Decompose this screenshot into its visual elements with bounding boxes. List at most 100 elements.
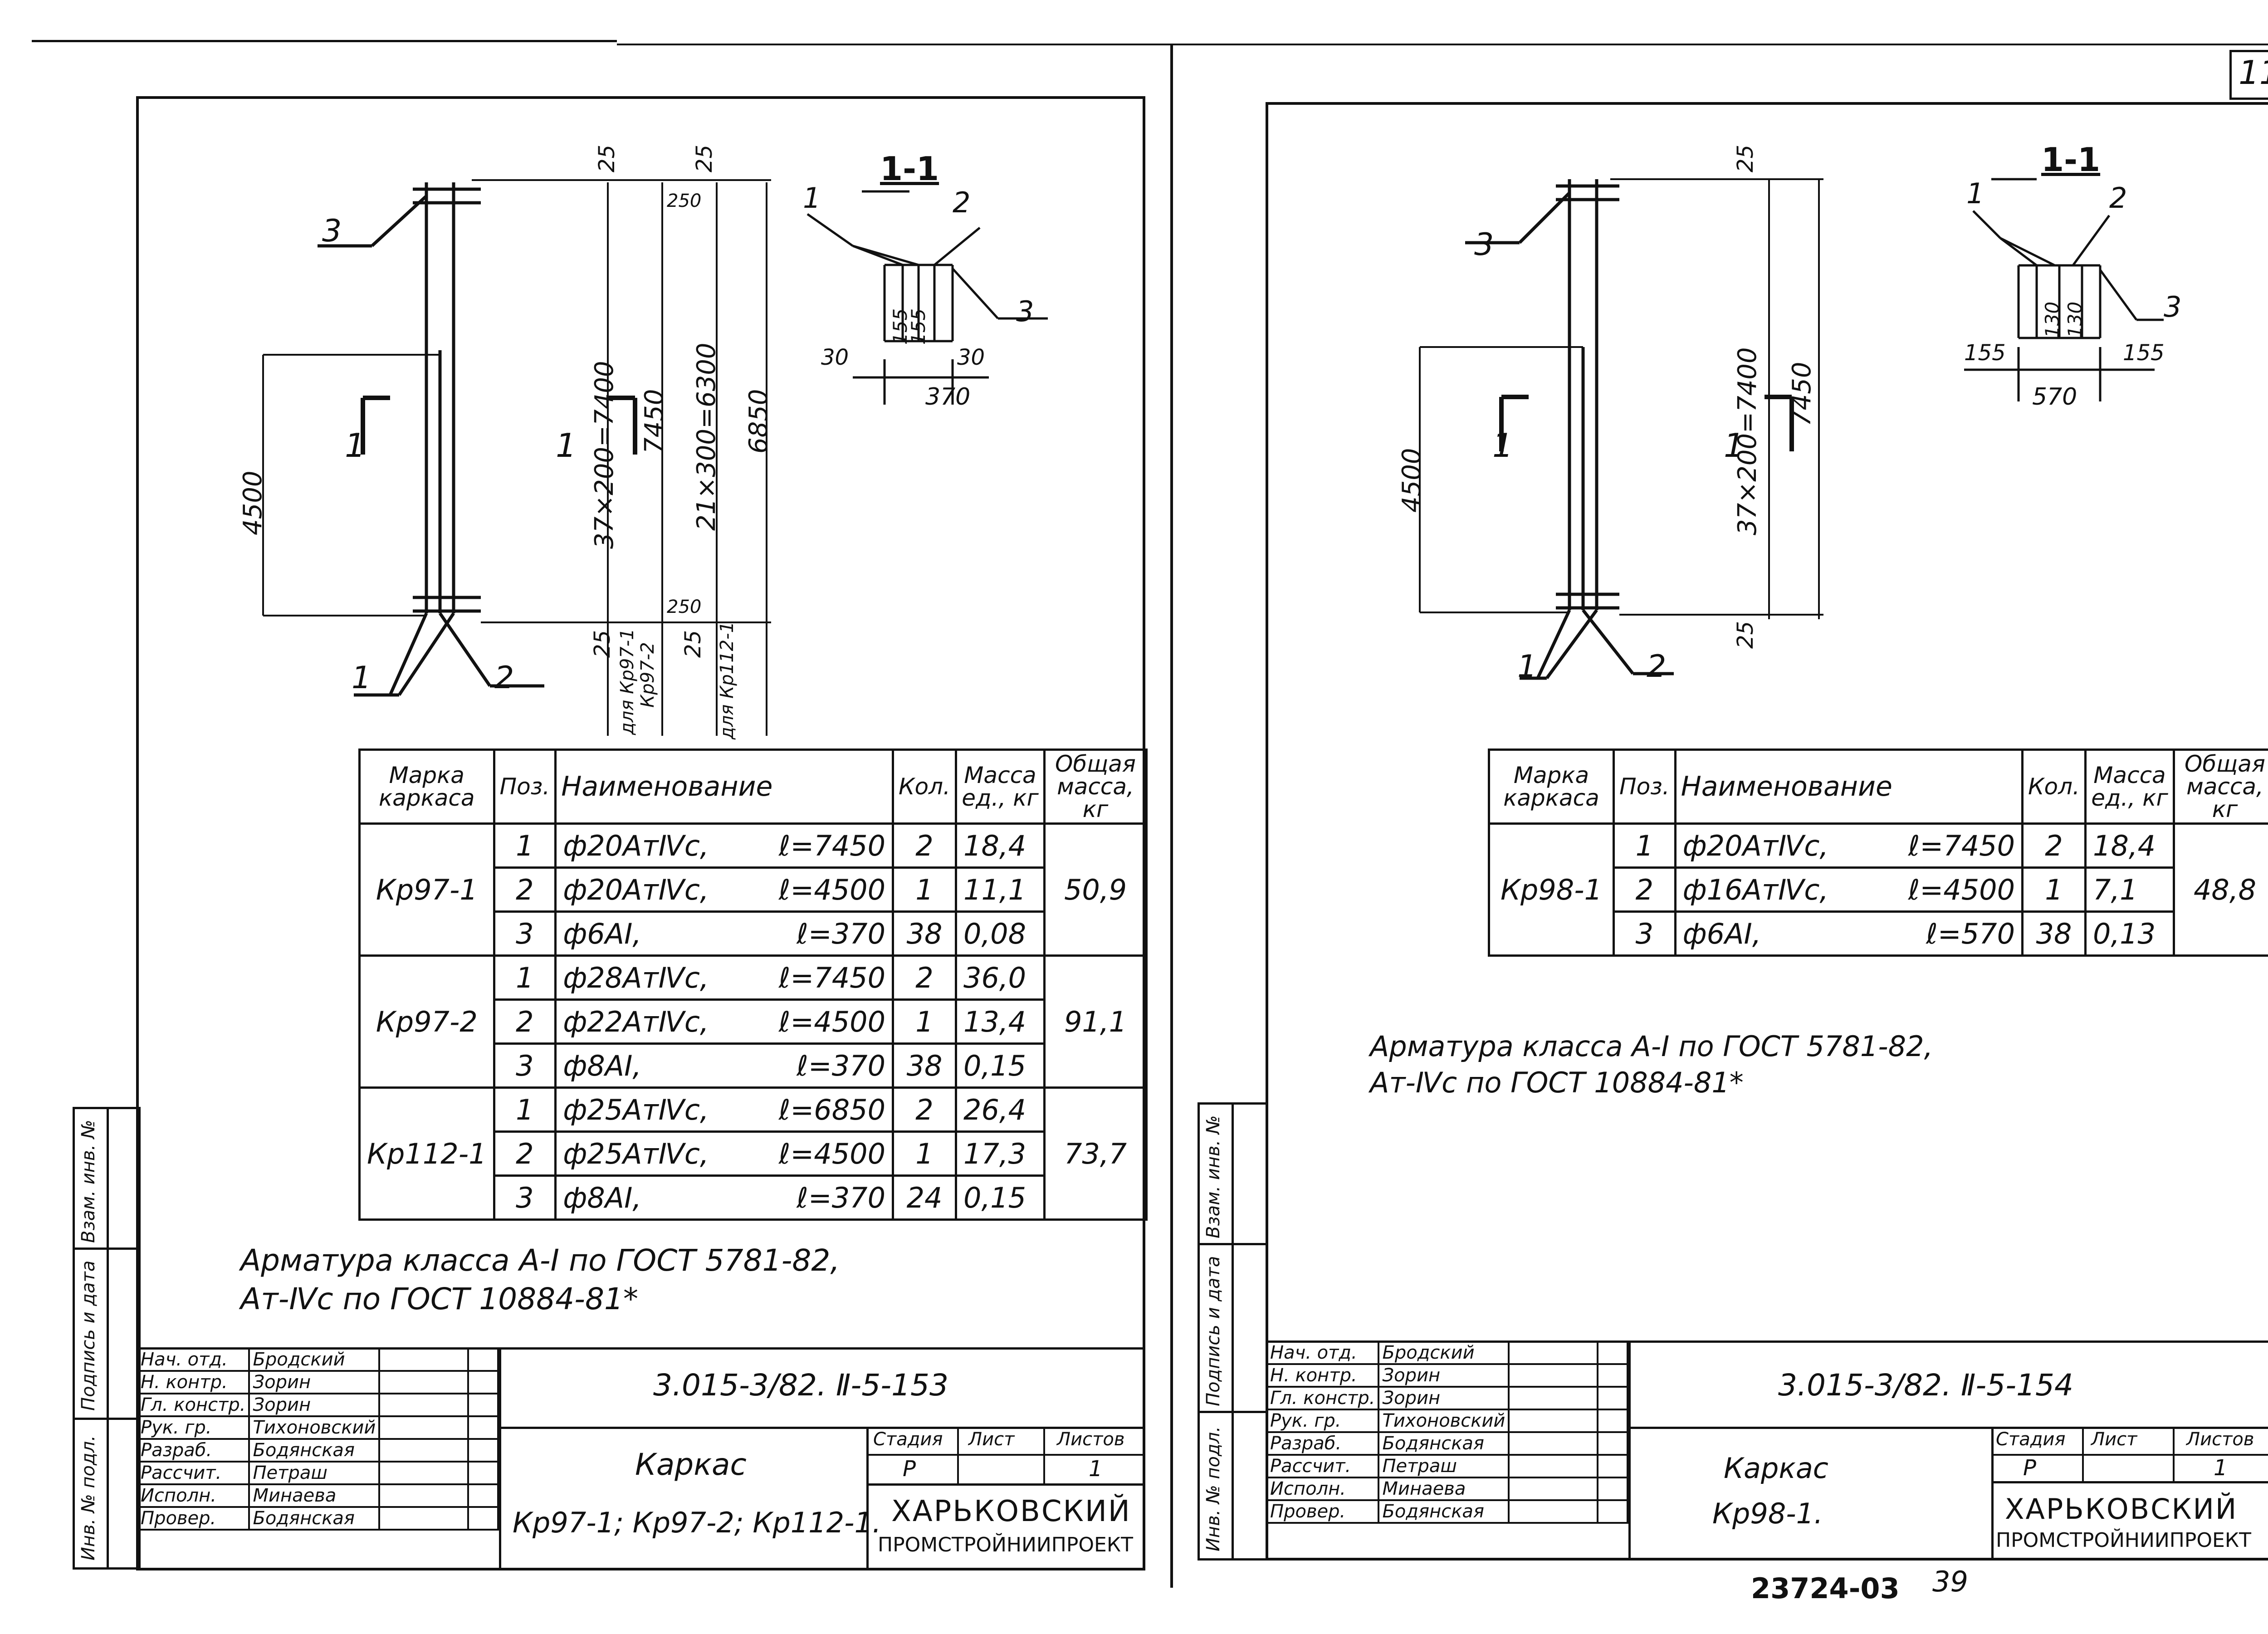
role-label: Нач. отд.: [1265, 1340, 1380, 1365]
right-sheets-header: Листов: [2186, 1429, 2254, 1450]
role-label: Н. контр.: [136, 1370, 250, 1394]
table-cell: 11,1: [955, 866, 1046, 913]
table-cell: 38: [892, 1042, 957, 1089]
right-sec-pos3: 3: [2164, 290, 2182, 323]
right-sec-130a: 130: [2041, 301, 2063, 338]
left-dim-37x200: 37×200=7400: [590, 361, 619, 549]
role-label: Рассчит.: [1265, 1454, 1380, 1478]
left-total-2: 91,1: [1043, 954, 1148, 1089]
date-cell: [1597, 1340, 1628, 1365]
right-stage-value: Р: [2023, 1455, 2036, 1481]
table-cell: 1: [1613, 822, 1677, 869]
right-section-label: 1-1: [2041, 141, 2101, 179]
table-cell: 2: [892, 822, 957, 869]
table-cell: ф22АтⅣс,: [554, 998, 748, 1045]
role-label: Гл. констр.: [136, 1393, 250, 1417]
table-cell: ф25АтⅣс,: [554, 1130, 748, 1177]
right-org-name-2: ПРОМСТРОЙНИИПРОЕКТ: [1996, 1529, 2251, 1552]
left-th-name: Наименование: [554, 749, 894, 825]
role-label: Рассчит.: [136, 1461, 250, 1485]
left-th-total: Общая масса, кг: [1043, 749, 1148, 825]
stage-col-line: [2173, 1427, 2175, 1481]
left-sec-30b: 30: [957, 345, 985, 370]
left-side-label-1: Взам. инв. №: [78, 1120, 99, 1243]
role-label: Рук. гр.: [136, 1415, 250, 1440]
signature-cell: [1508, 1340, 1599, 1365]
right-rebar-drawing: [1419, 178, 2164, 680]
right-th-total: Общая масса, кг: [2173, 749, 2268, 825]
table-cell: ф20АтⅣс,: [1674, 822, 1873, 869]
left-dim-7450: 7450: [640, 389, 669, 454]
stage-row-line: [1991, 1454, 2268, 1456]
left-mark-2: Кр97-2: [358, 954, 495, 1089]
right-titleblock-divider2: [1991, 1427, 1994, 1561]
table-cell: 1: [892, 998, 957, 1045]
left-titleblock-top: [136, 1347, 1145, 1350]
table-cell: 0,15: [955, 1042, 1046, 1089]
right-sec-155b: 155: [2123, 340, 2165, 366]
side-stamp-divider: [1232, 1102, 1234, 1561]
left-cut-b: 1: [556, 426, 577, 465]
left-section-label: 1-1: [880, 150, 939, 188]
role-name: Тихоновский: [1378, 1409, 1510, 1433]
left-for-kr97-1: для Кр97-1: [617, 628, 638, 735]
left-dim-25-top: 25: [594, 144, 620, 172]
table-cell: ℓ=4500: [748, 866, 894, 913]
left-dim-250-top: 250: [667, 191, 702, 211]
top-edge-line: [32, 40, 617, 42]
table-cell: ф25АтⅣс,: [554, 1086, 748, 1133]
left-total-3: 73,7: [1043, 1086, 1148, 1221]
left-titleblock-divider2: [866, 1427, 869, 1570]
table-cell: ф6АI,: [1674, 910, 1873, 957]
signature-cell: [1508, 1454, 1599, 1478]
right-stage-header: Стадия: [1996, 1429, 2066, 1450]
right-th-mark: Марка каркаса: [1488, 749, 1615, 825]
signature-cell: [1508, 1386, 1599, 1410]
role-name: Бодянская: [1378, 1499, 1510, 1524]
left-for-kr112-1: для Кр112-1: [717, 621, 738, 739]
page-number-box: [2229, 50, 2268, 100]
left-sec-155b: 155: [907, 308, 929, 345]
table-cell: ℓ=4500: [1873, 866, 2024, 913]
table-cell: 2: [2021, 822, 2087, 869]
table-cell: 2: [892, 954, 957, 1001]
right-pos3-label: 3: [1474, 227, 1494, 263]
center-fold-line: [1170, 45, 1173, 1588]
left-stage-header: Стадия: [873, 1429, 943, 1450]
role-name: Тихоновский: [248, 1415, 381, 1440]
left-title-2: Кр97-1; Кр97-2; Кр112-1.: [513, 1506, 881, 1539]
role-label: Гл. констр.: [1265, 1386, 1380, 1410]
signature-cell: [378, 1415, 469, 1440]
role-name: Минаева: [1378, 1477, 1510, 1501]
right-sheet-frame: [1266, 102, 2268, 1561]
role-name: Бодянская: [248, 1506, 381, 1531]
left-titleblock-mid2: [866, 1483, 1145, 1486]
table-cell: 36,0: [955, 954, 1046, 1001]
table-cell: 24: [892, 1174, 957, 1221]
date-cell: [1597, 1454, 1628, 1478]
date-cell: [467, 1415, 499, 1440]
right-dim-37x200: 37×200=7400: [1733, 347, 1762, 535]
left-note-line1: Арматура класса А-I по ГОСТ 5781-82,: [240, 1243, 840, 1278]
table-cell: 7,1: [2084, 866, 2175, 913]
left-mark-3: Кр112-1: [358, 1086, 495, 1221]
role-label: Провер.: [1265, 1499, 1380, 1524]
left-dim-25-bot2: 25: [680, 630, 706, 658]
left-side-label-2: Подпись и дата: [78, 1260, 99, 1411]
table-cell: 0,13: [2084, 910, 2175, 957]
signature-cell: [1508, 1363, 1599, 1388]
table-cell: 2: [493, 998, 557, 1045]
role-label: Разраб.: [1265, 1431, 1380, 1456]
date-cell: [467, 1370, 499, 1394]
left-sheet-header: Лист: [968, 1429, 1015, 1450]
role-name: Зорин: [1378, 1363, 1510, 1388]
date-cell: [1597, 1431, 1628, 1456]
left-spec-table: Марка каркаса Поз. Наименование Кол. Мас…: [358, 749, 1148, 1221]
right-sheets-value: 1: [2214, 1455, 2228, 1481]
signature-cell: [1508, 1409, 1599, 1433]
left-total-1: 50,9: [1043, 822, 1148, 957]
role-label: Нач. отд.: [136, 1347, 250, 1372]
left-th-mark: Марка каркаса: [358, 749, 495, 825]
left-sec-pos2: 2: [953, 186, 971, 219]
table-cell: ℓ=4500: [748, 1130, 894, 1177]
